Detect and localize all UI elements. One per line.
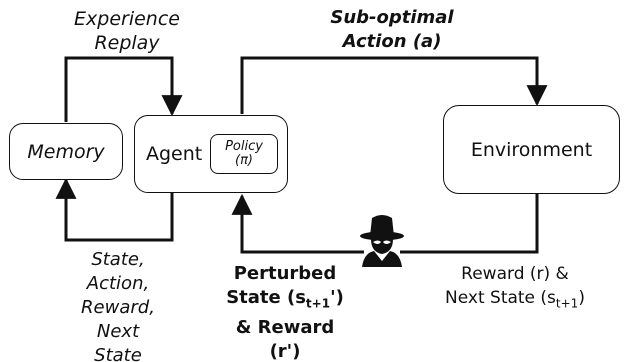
experience-replay-label: Experience Replay: [62, 7, 192, 55]
perturbed-label: Perturbed State (st+1') & Reward (r'): [205, 262, 365, 362]
spy-hacker-icon: [360, 215, 404, 267]
policy-label: Policy: [225, 139, 263, 154]
perturbed-line-3: & Reward: [235, 316, 335, 338]
transition-line-2: Action,: [86, 273, 150, 294]
experience-replay-line-1: Experience: [74, 8, 180, 30]
action-label: Sub-optimal Action (a): [307, 6, 477, 54]
transition-line-5: State: [94, 345, 142, 362]
agent-label: Agent: [146, 143, 203, 165]
transition-line-3: Reward,: [81, 297, 155, 318]
agent-node: Agent Policy (π): [134, 115, 288, 193]
transition-line-1: State,: [91, 249, 145, 270]
reward-label: Reward (r) & Next State (st+1): [422, 262, 608, 315]
transition-line-4: Next: [96, 321, 140, 342]
memory-node: Memory: [9, 123, 123, 180]
environment-label: Environment: [470, 138, 593, 161]
perturbed-line-4: (r'): [269, 340, 301, 362]
reward-line-1: Reward (r) &: [461, 264, 569, 284]
transition-label: State, Action, Reward, Next State: [70, 248, 166, 362]
experience-replay-line-2: Replay: [94, 32, 160, 54]
perturbed-line-1: Perturbed: [233, 263, 337, 284]
action-line-2: Action (a): [342, 31, 442, 52]
policy-node: Policy (π): [210, 134, 278, 174]
environment-node: Environment: [443, 105, 620, 194]
perturbed-line-2: State (st+1'): [226, 287, 344, 311]
transition-arrow: [55, 177, 174, 242]
policy-symbol: (π): [235, 153, 253, 168]
experience-replay-arrow: [64, 56, 183, 122]
action-line-1: Sub-optimal: [330, 7, 454, 28]
action-arrow: [240, 56, 548, 114]
memory-label: Memory: [27, 140, 105, 163]
reward-line-2: Next State (st+1): [445, 288, 585, 311]
